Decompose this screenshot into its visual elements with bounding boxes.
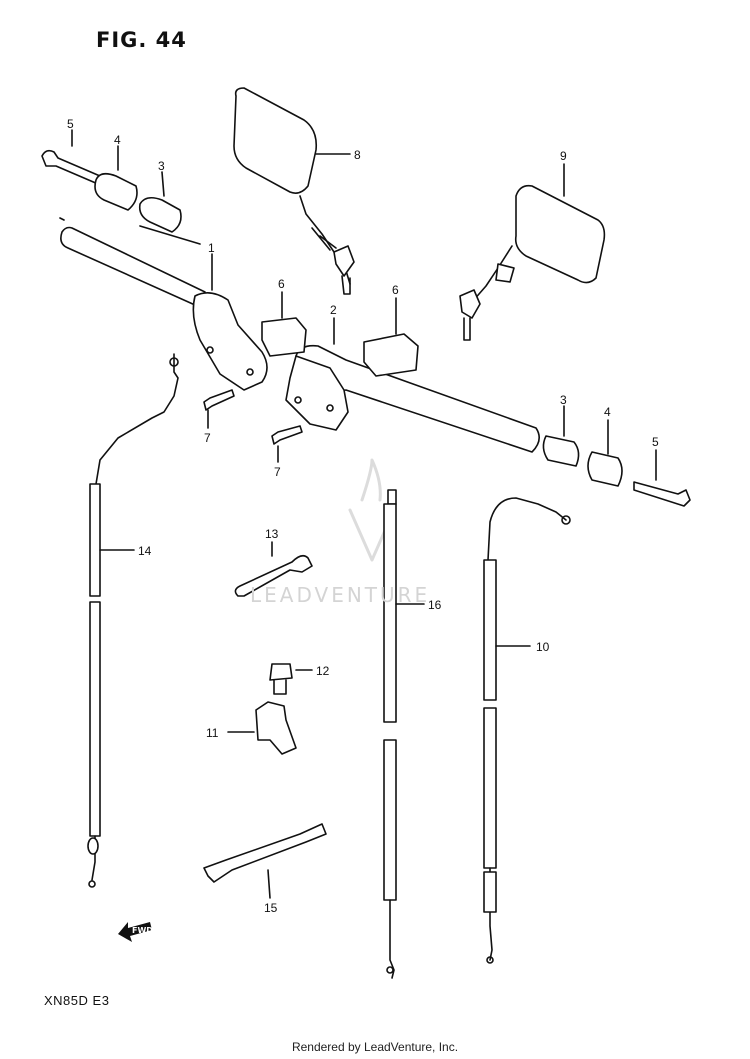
- callout-10: 10: [536, 640, 550, 654]
- holder-left: [261, 317, 307, 357]
- callout-12: 12: [316, 664, 330, 678]
- callout-16: 16: [428, 598, 442, 612]
- figure-title: FIG. 44: [96, 28, 187, 52]
- callout-1: 1: [208, 241, 215, 255]
- screw-right: [271, 425, 303, 445]
- callout-3-left: 3: [158, 159, 165, 173]
- grip-collar-right: [542, 435, 580, 467]
- model-code: XN85D E3: [44, 993, 110, 1008]
- weight-right: [587, 451, 623, 487]
- watermark-text: LEADVENTURE: [250, 583, 430, 607]
- callout-6-left: 6: [278, 277, 285, 291]
- footer-credit: Rendered by LeadVenture, Inc.: [291, 1040, 459, 1054]
- cable-14: [87, 353, 179, 888]
- callout-7-left: 7: [204, 431, 211, 445]
- bolt-left: [41, 149, 101, 185]
- holder-right: [363, 333, 419, 377]
- right-handlebar: [285, 344, 540, 453]
- callout-4-right: 4: [604, 405, 611, 419]
- left-handlebar: [60, 226, 268, 391]
- screw-left: [203, 389, 235, 411]
- bolt-right: [633, 481, 691, 507]
- callout-5-left: 5: [67, 117, 74, 131]
- fwd-label: FWD: [132, 926, 153, 935]
- grip-collar-left: [138, 196, 182, 233]
- mirror-right: [459, 184, 606, 341]
- callout-8: 8: [354, 148, 361, 162]
- callout-3-right: 3: [560, 393, 567, 407]
- band-15: [203, 823, 327, 883]
- callout-13: 13: [265, 527, 279, 541]
- callout-6-right: 6: [392, 283, 399, 297]
- callout-7-right: 7: [274, 465, 281, 479]
- weight-left: [94, 172, 138, 211]
- cable-16: [383, 489, 397, 979]
- leader-dashes-left: [59, 217, 201, 245]
- bolt-12: [269, 663, 293, 695]
- fwd-arrow-icon: FWD: [118, 922, 153, 942]
- callout-2: 2: [330, 303, 337, 317]
- bracket-11: [255, 701, 297, 755]
- callout-9: 9: [560, 149, 567, 163]
- callout-4-left: 4: [114, 133, 121, 147]
- callout-5-right: 5: [652, 435, 659, 449]
- cable-clip-13: [234, 554, 313, 597]
- callout-11: 11: [206, 726, 219, 740]
- cable-10: [483, 497, 571, 964]
- callout-14: 14: [138, 544, 152, 558]
- mirror-left: [233, 87, 355, 295]
- callout-15: 15: [264, 901, 278, 915]
